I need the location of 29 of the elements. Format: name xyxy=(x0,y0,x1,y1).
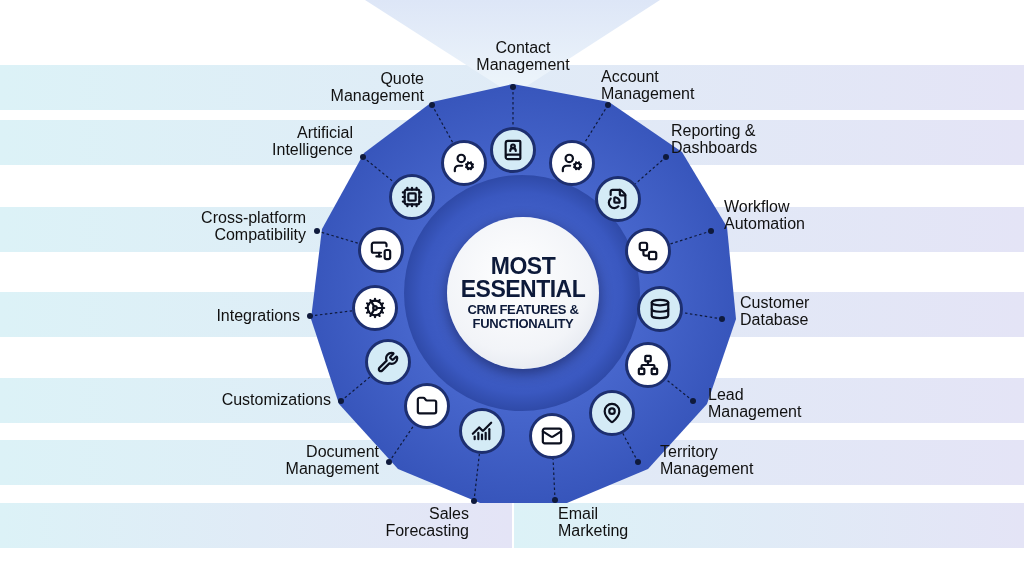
feature-label: Lead Management xyxy=(708,386,820,421)
feature-label: Artificial Intelligence xyxy=(241,124,353,159)
feature-label: Customizations xyxy=(191,391,331,409)
leader-line xyxy=(338,376,371,404)
feature-label: Quote Management xyxy=(312,70,424,105)
leader-line xyxy=(307,310,353,319)
feature-label: Sales Forecasting xyxy=(374,505,469,540)
feature-label: Territory Management xyxy=(660,443,772,478)
leader-line xyxy=(360,154,395,184)
leader-line xyxy=(471,453,480,504)
leader-line xyxy=(510,84,516,128)
leader-line xyxy=(665,378,696,404)
feature-label: Workflow Automation xyxy=(724,198,836,233)
feature-label: Contact Management xyxy=(467,39,579,74)
leader-line xyxy=(669,228,714,245)
feature-label: Email Marketing xyxy=(558,505,653,540)
feature-label: Document Management xyxy=(267,443,379,478)
leader-line xyxy=(314,228,360,245)
feature-label: Cross-platform Compatibility xyxy=(194,209,306,244)
feature-label: Integrations xyxy=(160,307,300,325)
leader-line xyxy=(386,424,415,465)
center-subtitle: CRM FEATURES & FUNCTIONALITY xyxy=(466,303,580,332)
feature-label: Account Management xyxy=(601,68,713,103)
leader-line xyxy=(429,102,454,144)
feature-label: Reporting & Dashboards xyxy=(671,122,783,157)
center-title: MOST ESSENTIAL xyxy=(459,254,587,302)
leader-line xyxy=(682,312,725,322)
leader-line xyxy=(622,432,641,465)
feature-label: Customer Database xyxy=(740,294,852,329)
